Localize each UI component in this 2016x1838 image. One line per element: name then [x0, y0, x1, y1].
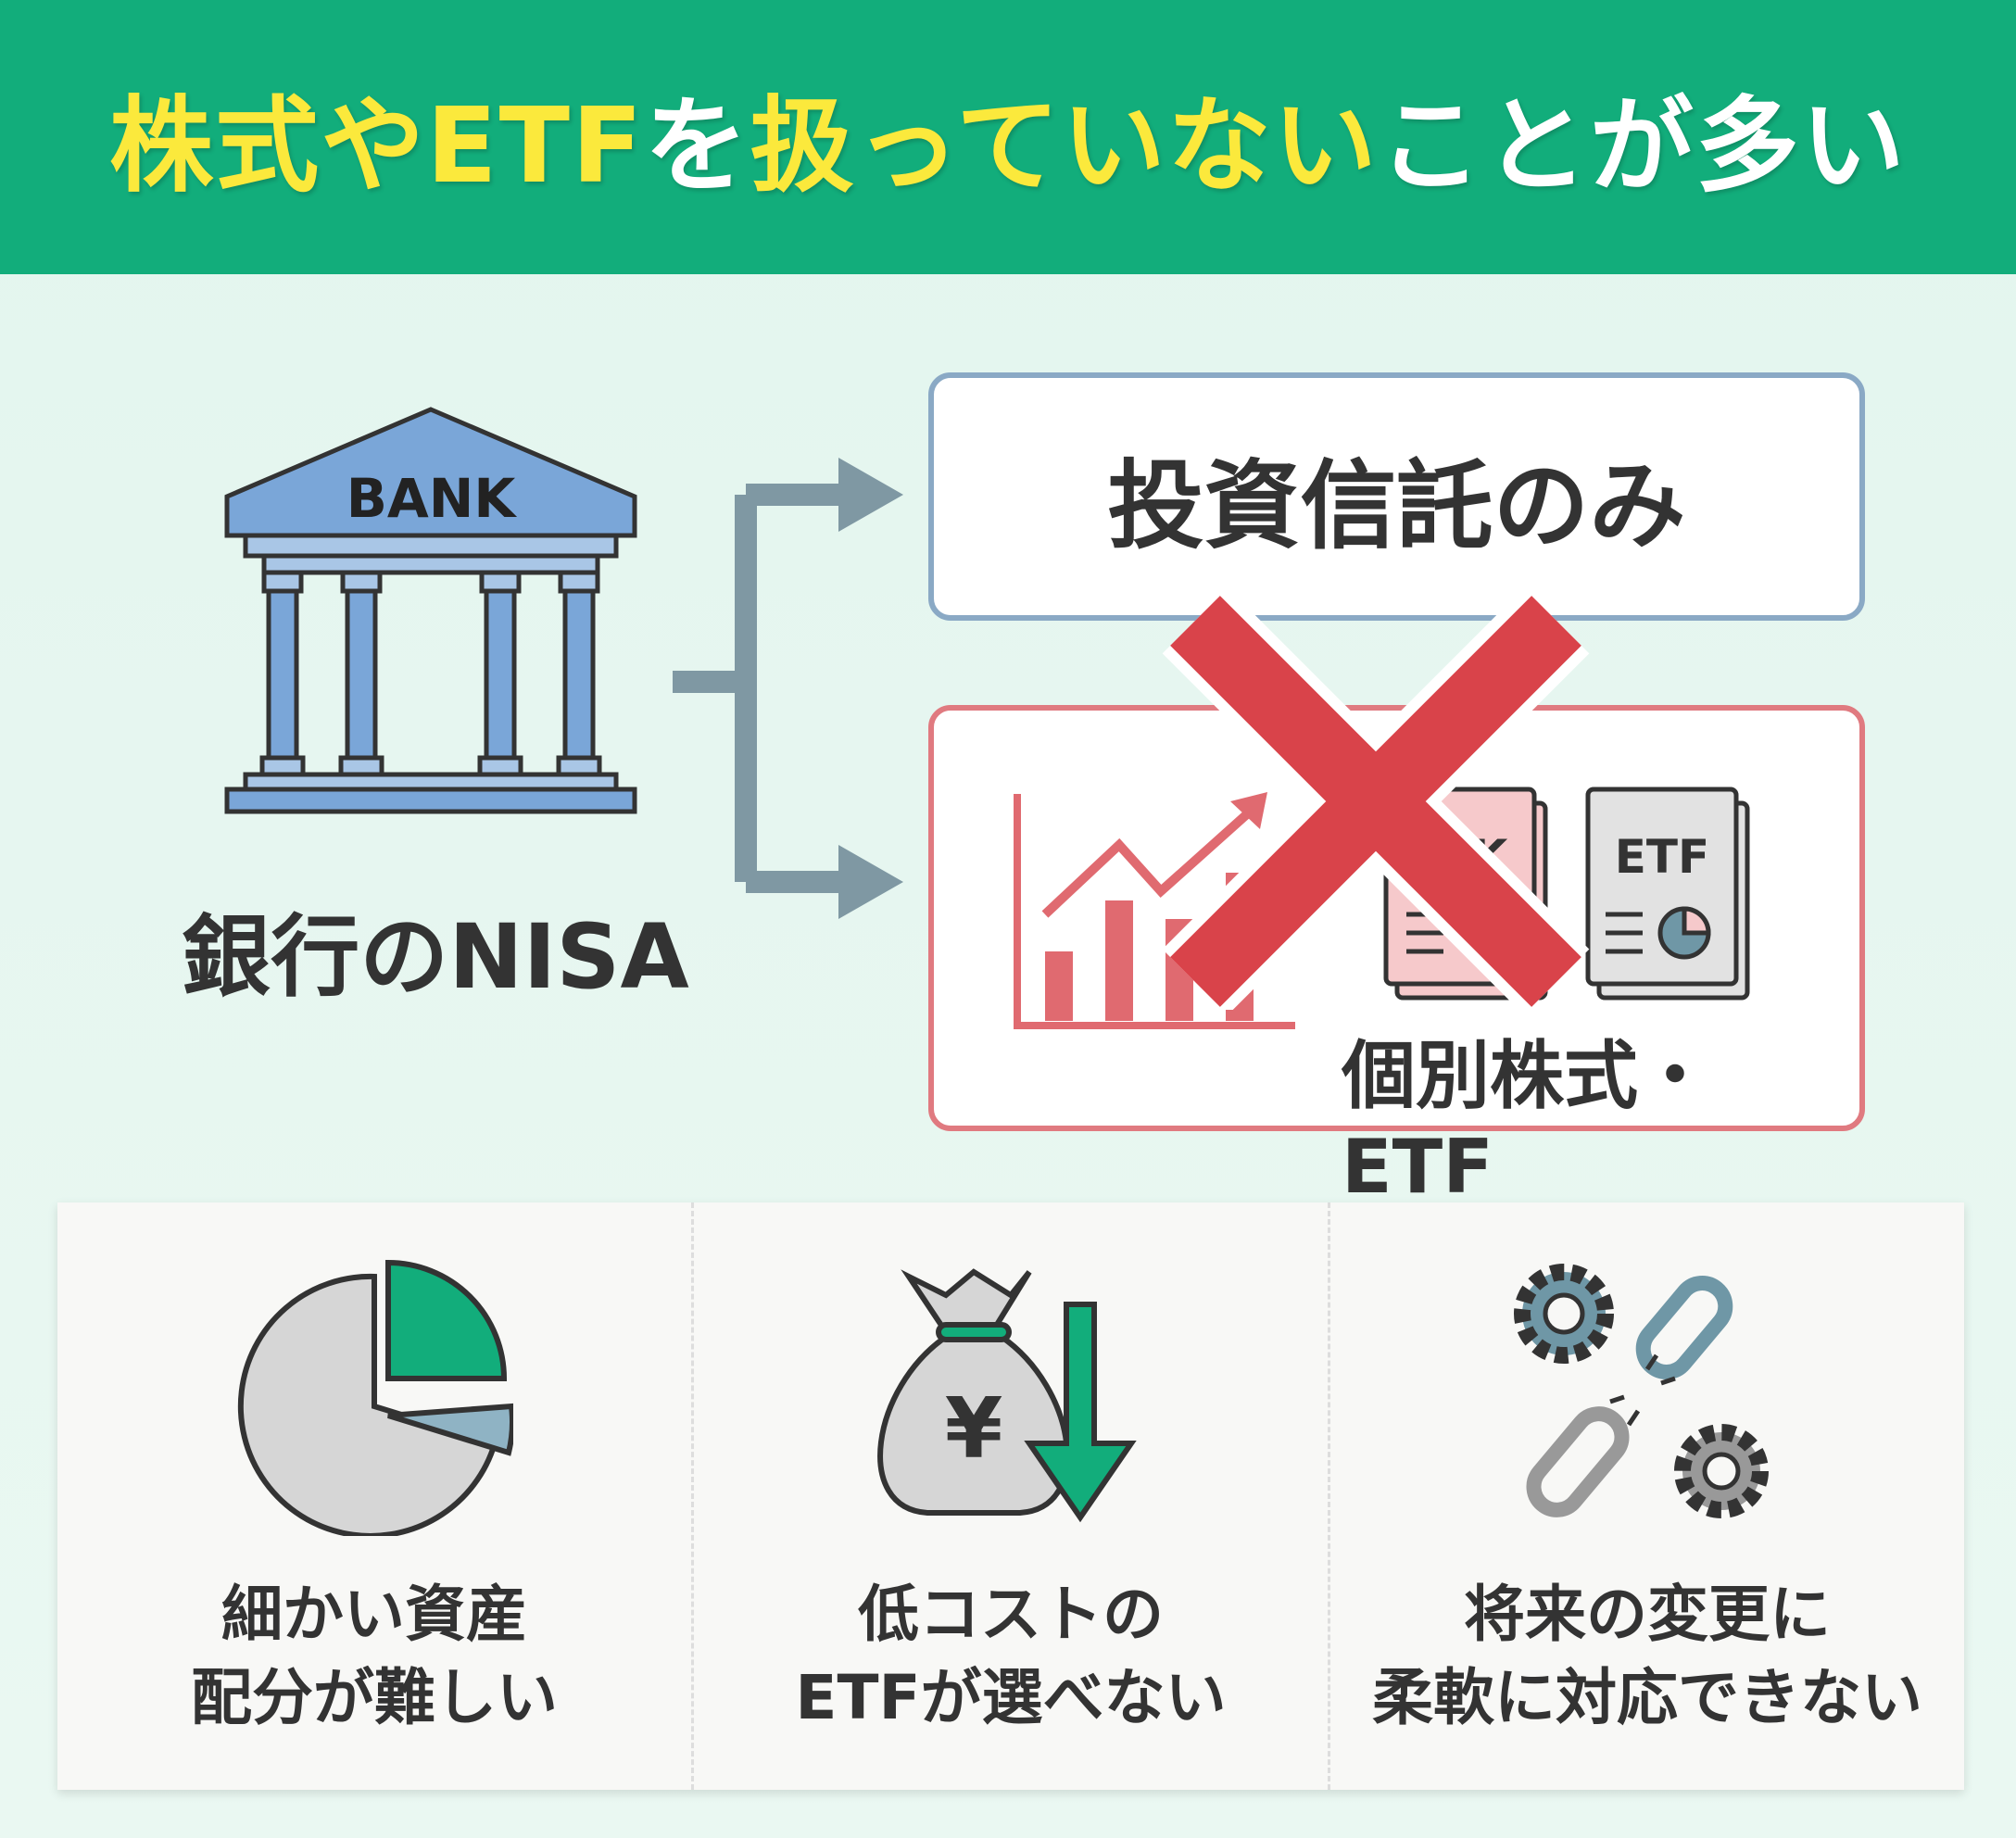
- etf-doc-text: ETF: [1615, 830, 1709, 884]
- yen-symbol: ¥: [945, 1380, 1003, 1478]
- title-part: 扱っていない: [750, 86, 1379, 207]
- page-title: 株式やETFを扱っていないことが多い: [109, 62, 1907, 212]
- broken-chain-gears-icon: [1514, 1264, 1769, 1518]
- branch-arrows: [673, 458, 903, 919]
- drawback-label-line: 配分が難しい: [191, 1662, 558, 1733]
- drawback-allocation: 細かい資産配分が難しい: [57, 1202, 694, 1790]
- header-banner: 株式やETFを扱っていないことが多い: [0, 0, 2016, 274]
- money-bag-down-icon: ¥: [877, 1268, 1137, 1523]
- title-part: ことが多い: [1378, 86, 1907, 207]
- stocks-etf-label: 個別株式・ETF: [1342, 1033, 1712, 1210]
- drawback-label-line: ETFが選べない: [795, 1662, 1227, 1733]
- drawback-label-line: 低コストの: [858, 1579, 1164, 1650]
- drawback-label-line: 細かい資産: [221, 1579, 527, 1650]
- investment-trust-label: 投資信託のみ: [1107, 448, 1686, 562]
- title-part: を: [644, 86, 750, 207]
- cross-mark-icon: [1162, 593, 1590, 1010]
- drawback-label-line: 柔軟に対応できない: [1372, 1662, 1922, 1733]
- pie-chart-icon: [237, 1259, 513, 1536]
- drawback-label-line: 将来の変更に: [1464, 1579, 1831, 1650]
- investment-trust-box: 投資信託のみ: [928, 372, 1865, 621]
- bank-nisa-label: 銀行のNISA: [182, 905, 689, 1009]
- drawback-flexibility: 将来の変更に柔軟に対応できない: [1330, 1202, 1964, 1790]
- bank-icon: BANK: [224, 407, 637, 814]
- drawbacks-panel: 細かい資産配分が難しい ¥ 低コストの ETFが選べない: [57, 1202, 1964, 1790]
- drawback-low-cost-etf: ¥ 低コストの ETFが選べない: [694, 1202, 1330, 1790]
- bank-sign-text: BANK: [346, 467, 518, 530]
- title-part: 株式やETF: [109, 86, 645, 207]
